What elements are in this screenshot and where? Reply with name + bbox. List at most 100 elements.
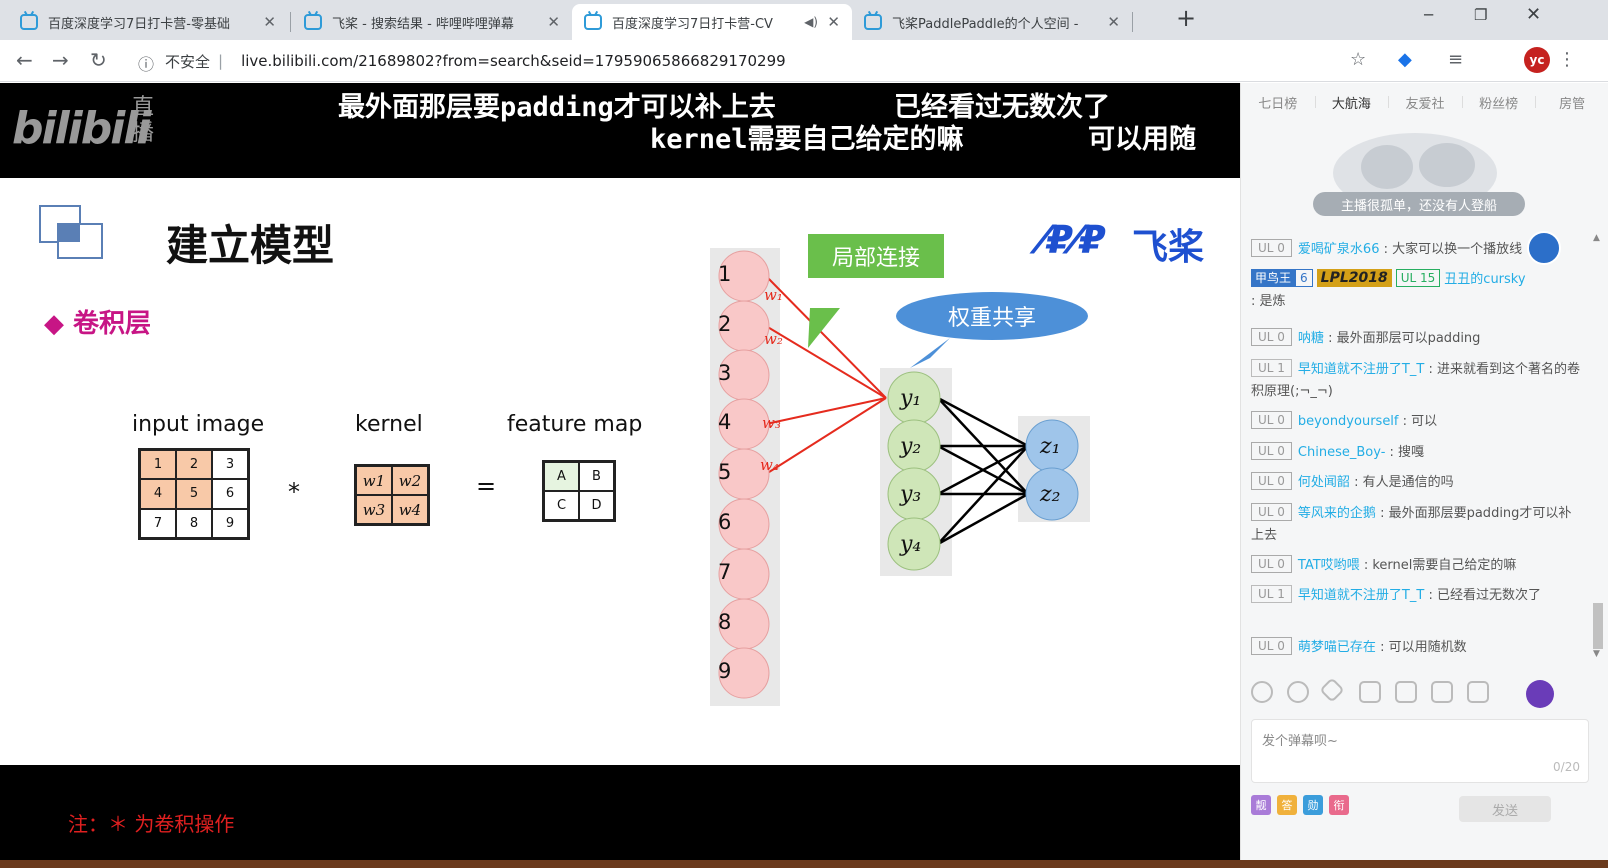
- input-image-grid: 1 2 3 4 5 6 7 8 9: [138, 448, 250, 540]
- chat-username[interactable]: 早知道就不注册了T_T: [1297, 362, 1425, 377]
- input-node-label: 4: [718, 410, 732, 434]
- gift-star-icon[interactable]: [1319, 677, 1345, 703]
- emote-panel-icon[interactable]: [1526, 680, 1554, 708]
- tab-title: 飞桨PaddlePaddle的个人空间 -: [892, 16, 1079, 32]
- edit-icon[interactable]: [1431, 681, 1453, 703]
- clip-icon[interactable]: [1395, 681, 1417, 703]
- svg-text:y₂: y₂: [899, 434, 921, 459]
- user-level-badge: UL 0: [1251, 442, 1292, 460]
- send-button[interactable]: 发送: [1459, 796, 1551, 822]
- medal-level: 6: [1295, 269, 1313, 287]
- danmaku-comment: 已经看过无数次了: [894, 92, 1110, 123]
- tab-seven-day-rank[interactable]: 七日榜: [1258, 96, 1298, 112]
- chat-text: 大家可以换一个播放线: [1392, 242, 1523, 257]
- input-cell: 6: [212, 479, 248, 509]
- input-cell: 2: [176, 450, 212, 480]
- chat-scrollbar[interactable]: [1591, 239, 1605, 759]
- user-level-badge: UL 0: [1251, 239, 1292, 257]
- chat-username[interactable]: 丑丑的cursky: [1444, 272, 1526, 287]
- emoticon-icon[interactable]: [1251, 681, 1273, 703]
- badge-button[interactable]: 答: [1277, 795, 1297, 815]
- chat-username[interactable]: 呐糖: [1297, 331, 1324, 346]
- reload-icon[interactable]: ↻: [90, 48, 107, 72]
- tab-guard[interactable]: 大航海: [1314, 83, 1389, 121]
- danmaku-input[interactable]: 发个弹幕呗~ 0/20: [1251, 719, 1589, 783]
- slide-subtitle: ◆ 卷积层: [44, 309, 152, 339]
- speaker-icon[interactable]: ◀): [804, 15, 818, 29]
- tab-fan-club[interactable]: 友爱社: [1388, 83, 1462, 121]
- kernel-cell: w1: [356, 466, 392, 495]
- minimize-icon[interactable]: ─: [1424, 6, 1434, 24]
- input-placeholder: 发个弹幕呗~: [1262, 734, 1338, 749]
- menu-dots-icon[interactable]: ⋮: [1558, 49, 1576, 70]
- divider: |: [218, 52, 224, 70]
- browser-tab[interactable]: 百度深度学习7日打卡营-零基础 ✕: [8, 4, 288, 40]
- input-node-label: 6: [718, 510, 732, 534]
- input-node-label: 2: [718, 312, 732, 336]
- scroll-down-arrow-icon[interactable]: ▼: [1593, 649, 1600, 659]
- close-window-icon[interactable]: ✕: [1526, 4, 1542, 25]
- input-cell: 1: [140, 450, 176, 480]
- browser-tab[interactable]: 飞桨PaddlePaddle的个人空间 - ✕: [852, 4, 1132, 40]
- restore-icon[interactable]: ❐: [1474, 6, 1488, 24]
- weight-sharing-callout: 权重共享: [896, 292, 1088, 340]
- profile-avatar[interactable]: yc: [1524, 47, 1550, 73]
- chat-text: 可以用随机数: [1388, 640, 1467, 655]
- browser-tab-active[interactable]: 百度深度学习7日打卡营-CV ◀) ✕: [572, 4, 852, 40]
- taskbar-strip: [0, 860, 1608, 868]
- user-level-badge: UL 0: [1251, 328, 1292, 346]
- info-icon[interactable]: ⓘ: [138, 55, 155, 74]
- badge-button[interactable]: 衔: [1329, 795, 1349, 815]
- new-tab-plus-icon[interactable]: +: [1176, 4, 1197, 32]
- chat-username[interactable]: TAT哎哟喂: [1297, 558, 1360, 573]
- address-bar[interactable]: 不安全 | live.bilibili.com/21689802?from=se…: [135, 45, 1410, 77]
- back-arrow-icon[interactable]: ←: [16, 48, 33, 72]
- screenshot-icon[interactable]: [1359, 681, 1381, 703]
- slide-corner-decoration: [39, 205, 103, 259]
- chat-message: UL 0 萌梦喵已存在 : 可以用随机数: [1251, 637, 1583, 659]
- chat-username[interactable]: 何处闻韶: [1297, 475, 1350, 490]
- chat-username[interactable]: 等风来的企鹅: [1297, 506, 1376, 521]
- url-text[interactable]: live.bilibili.com/21689802?from=search&s…: [241, 52, 786, 70]
- video-player[interactable]: bilibili 直播 最外面那层要padding才可以补上去 已经看过无数次了…: [0, 83, 1240, 860]
- bookmark-star-icon[interactable]: ☆: [1350, 49, 1367, 70]
- slide: 建立模型 ◆ 卷积层 ⁄₽⁄₽ 飞桨 input image kernel fe…: [0, 178, 1240, 836]
- reading-list-icon[interactable]: ≡: [1448, 49, 1464, 70]
- close-icon[interactable]: ✕: [827, 13, 840, 31]
- extension-icon[interactable]: ◆: [1398, 49, 1412, 70]
- chat-username[interactable]: 萌梦喵已存在: [1297, 640, 1376, 655]
- badge-button[interactable]: 勋: [1303, 795, 1323, 815]
- close-icon[interactable]: ✕: [1107, 13, 1120, 31]
- chat-username[interactable]: Chinese_Boy-: [1297, 445, 1386, 460]
- scrollbar-thumb[interactable]: [1593, 603, 1603, 649]
- tab-fans-rank[interactable]: 粉丝榜: [1461, 83, 1536, 121]
- security-label: 不安全: [165, 52, 211, 71]
- chat-username[interactable]: 爱喝矿泉水66: [1297, 242, 1380, 257]
- badge-button[interactable]: 靓: [1251, 795, 1271, 815]
- close-icon[interactable]: ✕: [263, 13, 276, 31]
- palette-icon[interactable]: [1287, 681, 1309, 703]
- chat-username[interactable]: beyondyourself: [1297, 414, 1399, 429]
- tab-title: 百度深度学习7日打卡营-零基础: [48, 16, 230, 32]
- scroll-up-arrow-icon[interactable]: ▲: [1593, 233, 1600, 243]
- browser-tab[interactable]: 飞桨 - 搜索结果 - 哔哩哔哩弹幕 ✕: [292, 4, 572, 40]
- forward-arrow-icon[interactable]: →: [52, 48, 69, 72]
- user-level-badge: UL 0: [1251, 637, 1292, 655]
- chat-username[interactable]: 早知道就不注册了T_T: [1297, 588, 1425, 603]
- settings-box-icon[interactable]: [1467, 681, 1489, 703]
- chat-separator: :: [1375, 506, 1389, 521]
- danmaku-comment: 最外面那层要padding才可以补上去: [338, 92, 776, 123]
- close-icon[interactable]: ✕: [547, 13, 560, 31]
- tab-room-admin[interactable]: 房管: [1535, 83, 1608, 121]
- chat-separator: :: [1349, 475, 1363, 490]
- user-level-badge: UL 1: [1251, 585, 1292, 603]
- chat-separator: :: [1375, 640, 1389, 655]
- user-level-badge: UL 0: [1251, 411, 1292, 429]
- user-level-badge: UL 15: [1395, 269, 1441, 287]
- paddle-logo-icon: ⁄₽⁄₽: [1040, 218, 1106, 262]
- user-level-badge: UL 1: [1251, 359, 1292, 377]
